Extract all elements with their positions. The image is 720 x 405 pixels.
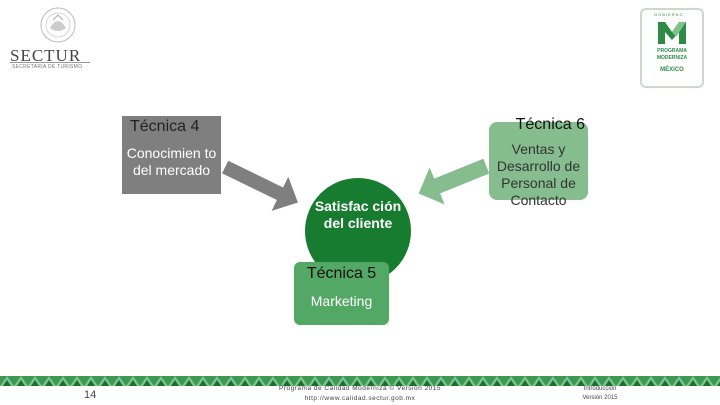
footer-url: http://www.calidad.sectur.gob.mx (304, 395, 416, 402)
footer-copyright: Programa de Calidad Moderniza © Versión … (279, 385, 441, 392)
pm-logo-line3: MÉXICO (660, 67, 684, 73)
tecnica-5-text: Marketing (310, 293, 373, 309)
pm-logo-top-text: GOBIERNO (654, 12, 684, 17)
pm-logo-line2: MODERNIZA (656, 55, 688, 61)
tecnica-5-box (294, 262, 389, 325)
arrow-right-icon (418, 155, 490, 205)
tecnica-6-text: Ventas y Desarrollo de Personal de Conta… (496, 141, 581, 208)
footer-version: Versión 2015 (582, 395, 618, 401)
footer-pattern-band (0, 376, 720, 386)
arrow-left-icon (222, 153, 298, 211)
mexico-seal-icon (40, 7, 76, 43)
tecnica-6-title: Técnica 6 (515, 116, 585, 133)
sectur-divider (10, 62, 90, 63)
sectur-subtitle: SECRETARÍA DE TURISMO (12, 64, 83, 70)
tecnica-4-box (122, 116, 221, 194)
sectur-wordmark: SECTUR (10, 46, 82, 65)
page-number: 14 (84, 389, 97, 401)
tecnica-5-title: Técnica 5 (306, 265, 377, 282)
tecnica-6-box (489, 122, 588, 200)
footer-section: Introducción (583, 386, 617, 392)
programa-moderniza-logo: GOBIERNO PROGRAMA MODERNIZA MÉXICO (640, 8, 704, 88)
tecnica-4-text: Conocimien to del mercado (126, 145, 217, 178)
sectur-logo (8, 4, 108, 74)
moderniza-m-icon (658, 22, 686, 44)
tecnica-4-title: Técnica 4 (130, 118, 200, 135)
pm-logo-line1: PROGRAMA (657, 48, 687, 54)
satisfaccion-text: Satisfac ción del cliente (314, 198, 402, 231)
